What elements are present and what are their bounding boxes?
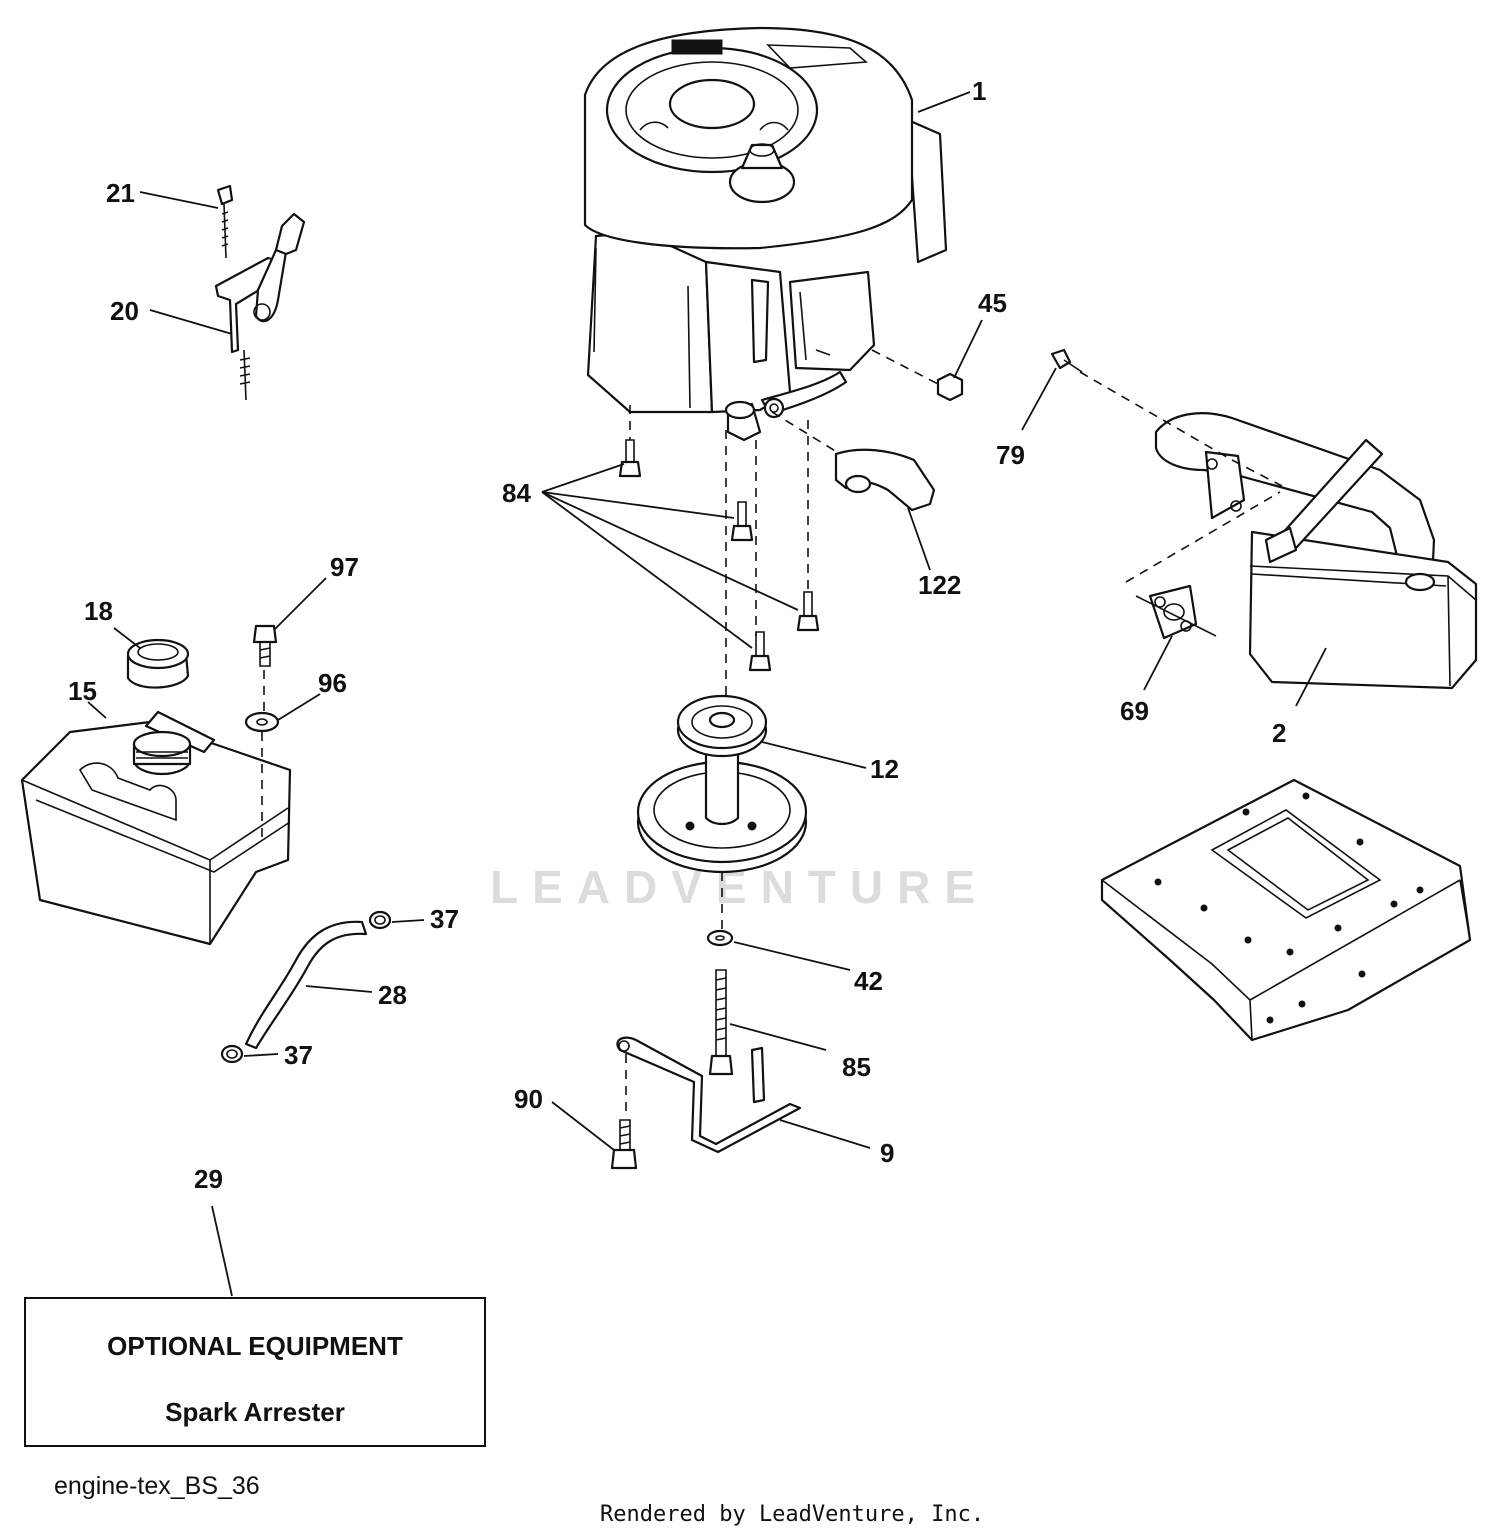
callout-15: 15 [68, 676, 97, 706]
callout-79: 79 [996, 440, 1025, 470]
callout-45: 45 [978, 288, 1007, 318]
callout-37-top: 37 [430, 904, 459, 934]
callout-84: 84 [502, 478, 531, 508]
callout-9: 9 [880, 1138, 894, 1168]
callout-69: 69 [1120, 696, 1149, 726]
callout-42: 42 [854, 966, 883, 996]
callout-18: 18 [84, 596, 113, 626]
fuel-cap-drawing [126, 638, 190, 689]
callout-37-bottom: 37 [284, 1040, 313, 1070]
engine-bolts-drawing [618, 405, 820, 672]
muffler-drawing [1148, 412, 1478, 690]
callout-20: 20 [110, 296, 139, 326]
optional-equipment-box: OPTIONAL EQUIPMENT Spark Arrester [24, 1297, 486, 1447]
callout-85: 85 [842, 1052, 871, 1082]
callout-1: 1 [972, 76, 986, 106]
engine-drawing [583, 26, 948, 442]
fuel-tank-drawing [20, 710, 292, 946]
pulley-bracket-drawing [616, 1036, 802, 1154]
engine-pulley-drawing [636, 694, 808, 874]
callout-2: 2 [1272, 718, 1286, 748]
callout-90: 90 [514, 1084, 543, 1114]
rendered-by-footer: Rendered by LeadVenture, Inc. [600, 1502, 985, 1527]
callout-28: 28 [378, 980, 407, 1010]
optional-equipment-heading: OPTIONAL EQUIPMENT [107, 1331, 403, 1361]
clamp-drawing [220, 910, 392, 1064]
callout-29: 29 [194, 1164, 223, 1194]
callout-97: 97 [330, 552, 359, 582]
callout-12: 12 [870, 754, 899, 784]
callout-21: 21 [106, 178, 135, 208]
optional-equipment-item: Spark Arrester [165, 1397, 345, 1427]
callout-122: 122 [918, 570, 961, 600]
callout-96: 96 [318, 668, 347, 698]
engine-mount-plate-drawing [1100, 778, 1472, 1042]
diagram-id-label: engine-tex_BS_36 [54, 1472, 260, 1500]
throttle-control-drawing [214, 184, 306, 401]
